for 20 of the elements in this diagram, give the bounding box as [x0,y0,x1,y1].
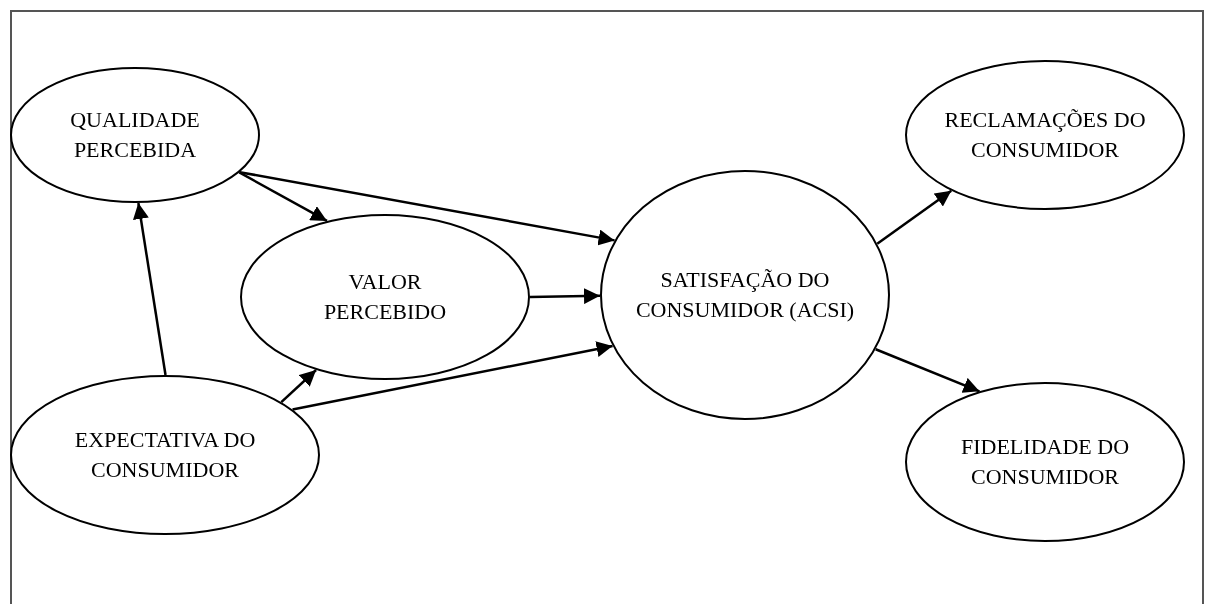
ellipse-node [10,67,260,203]
node-label: QUALIDADE PERCEBIDA [69,106,201,164]
node-label: RECLAMAÇÕES DO CONSUMIDOR [943,106,1147,164]
node-label: EXPECTATIVA DO CONSUMIDOR [73,426,257,484]
ellipse-node [905,382,1185,542]
ellipse-node [600,170,890,420]
arrow [292,341,613,411]
arrow [280,369,317,404]
ellipse-node [10,375,320,535]
arrow [132,202,167,376]
arrow [875,348,980,393]
node-label: SATISFAÇÃO DO CONSUMIDOR (ACSI) [634,266,856,324]
arrow [239,170,615,246]
ellipse-node [240,214,530,380]
arrow [238,171,328,223]
ellipse-node [905,60,1185,210]
node-label: FIDELIDADE DO CONSUMIDOR [960,433,1130,491]
arrow [876,189,952,245]
arrow [529,288,601,305]
node-label: VALOR PERCEBIDO [322,268,448,326]
